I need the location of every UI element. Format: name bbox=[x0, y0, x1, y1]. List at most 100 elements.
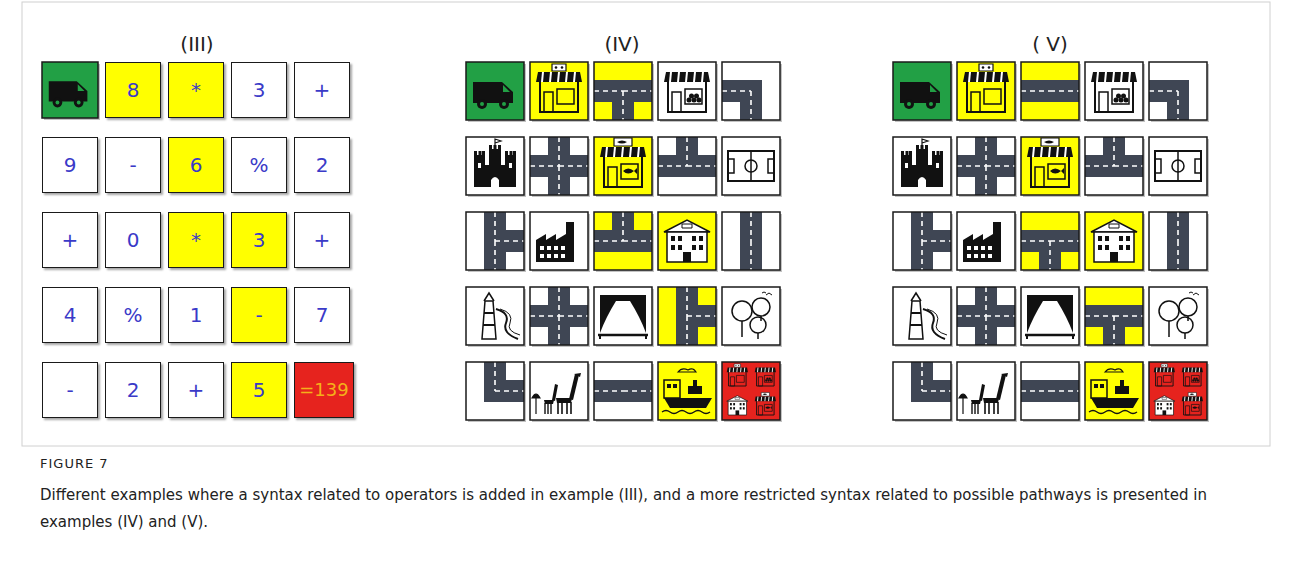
awning-stripe bbox=[1163, 368, 1164, 373]
awning-stripe bbox=[678, 72, 679, 82]
icon-cell bbox=[1149, 362, 1209, 422]
awning-stripe bbox=[1065, 147, 1066, 157]
cell-icon bbox=[658, 137, 716, 177]
awning-stripe bbox=[1033, 147, 1034, 157]
store-door bbox=[758, 406, 762, 415]
cell-icon bbox=[1091, 220, 1137, 262]
ship-funnel bbox=[693, 380, 697, 386]
cell-symbol: % bbox=[249, 154, 268, 176]
cell-icon bbox=[484, 212, 524, 270]
field-line bbox=[1177, 151, 1179, 181]
mini-store bbox=[1182, 392, 1203, 415]
grid-cell: + bbox=[294, 62, 350, 118]
cell-ground bbox=[658, 212, 716, 270]
road-dash bbox=[1177, 212, 1179, 241]
slide-curve bbox=[496, 309, 518, 339]
store-sign bbox=[552, 64, 566, 71]
awning-stripe bbox=[1188, 397, 1189, 402]
cell-icon bbox=[530, 287, 588, 345]
castle-gate bbox=[491, 177, 499, 187]
cell-icon bbox=[732, 292, 772, 339]
cell-icon bbox=[676, 287, 716, 345]
road-dash bbox=[750, 212, 752, 241]
store-window bbox=[1191, 375, 1199, 382]
road-surface bbox=[676, 137, 698, 166]
school-sign bbox=[1109, 224, 1119, 228]
giraffe-neck bbox=[996, 374, 1006, 400]
awning-stripe bbox=[977, 72, 978, 82]
bird bbox=[762, 292, 772, 295]
cell-border bbox=[957, 62, 1015, 120]
figure-frame bbox=[22, 2, 1270, 446]
grid-cell: + bbox=[168, 362, 224, 418]
fish-shape bbox=[765, 406, 771, 409]
awning-stripe bbox=[1113, 72, 1114, 82]
cell-border bbox=[658, 212, 716, 270]
cell-ground bbox=[722, 362, 780, 420]
cell-icon bbox=[1091, 72, 1137, 112]
store-door bbox=[1185, 377, 1189, 386]
school-window bbox=[730, 407, 732, 409]
road-dash bbox=[1114, 165, 1143, 167]
road-dash bbox=[558, 166, 560, 195]
cell-border bbox=[658, 362, 716, 420]
road-surface bbox=[1050, 380, 1079, 402]
road-dash bbox=[985, 287, 987, 316]
factory-window bbox=[547, 254, 551, 258]
icon-cell bbox=[658, 212, 718, 272]
road-surface bbox=[911, 212, 933, 241]
cell-ground bbox=[658, 137, 716, 195]
store-door bbox=[1157, 377, 1161, 386]
road-dash bbox=[1050, 240, 1079, 242]
icon-shape bbox=[1165, 365, 1166, 366]
store-window bbox=[984, 89, 1001, 104]
school-door bbox=[1110, 252, 1118, 262]
cell-border bbox=[530, 137, 588, 195]
cell-ground bbox=[957, 362, 1015, 420]
awning-stripe bbox=[764, 397, 765, 402]
cell-ground bbox=[466, 287, 524, 345]
road-surface bbox=[1167, 212, 1189, 241]
school-window bbox=[671, 245, 675, 250]
store-wall bbox=[668, 82, 706, 112]
cell-ground bbox=[1021, 287, 1079, 345]
cell-ground bbox=[466, 62, 524, 120]
cell-border bbox=[594, 212, 652, 270]
icon-cell bbox=[466, 137, 526, 197]
road-dash bbox=[495, 240, 524, 242]
cell-ground bbox=[957, 212, 1015, 270]
icon-cell bbox=[1021, 62, 1081, 122]
road-dash bbox=[530, 315, 559, 317]
store-awning bbox=[1154, 368, 1175, 373]
road-dash bbox=[985, 166, 987, 195]
cell-border bbox=[530, 362, 588, 420]
awning-stripe bbox=[1191, 397, 1192, 402]
cell-ground bbox=[658, 287, 716, 345]
cell-icon bbox=[473, 82, 513, 109]
icon-shape bbox=[735, 365, 736, 366]
cell-icon bbox=[594, 212, 652, 252]
curtain bbox=[1027, 301, 1043, 333]
cell-icon bbox=[474, 139, 516, 187]
icon-shape bbox=[769, 377, 771, 379]
cell-symbol: 5 bbox=[253, 379, 266, 401]
icon-cell bbox=[658, 137, 718, 197]
awning-stripe bbox=[1057, 147, 1058, 157]
icon-cell bbox=[1085, 287, 1145, 347]
cell-ground bbox=[1149, 62, 1207, 120]
grid-cell: 5 bbox=[231, 362, 287, 418]
icon-shape bbox=[555, 66, 558, 69]
castle-wall bbox=[485, 165, 505, 187]
road-dash bbox=[922, 240, 951, 242]
awning-stripe bbox=[768, 397, 769, 402]
icon-cell bbox=[1021, 362, 1081, 422]
fish-shape bbox=[1044, 141, 1054, 144]
cell-border bbox=[658, 137, 716, 195]
mini-store bbox=[1154, 364, 1175, 386]
cell-border bbox=[466, 287, 524, 345]
truck-window bbox=[503, 85, 510, 92]
cell-ground bbox=[722, 137, 780, 195]
awning-stripe bbox=[686, 72, 687, 82]
panel-label: (IV) bbox=[604, 32, 639, 56]
cell-icon bbox=[536, 222, 574, 262]
